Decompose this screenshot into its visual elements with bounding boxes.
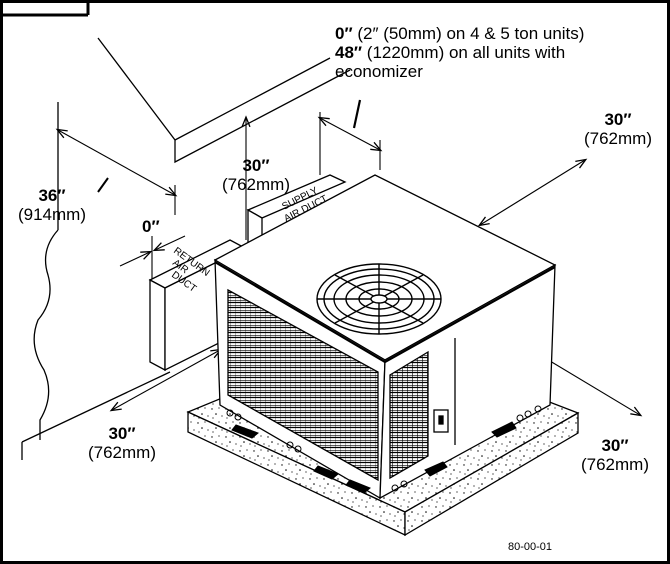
rooftop-unit — [213, 174, 557, 500]
return-gap-value: 0″ — [142, 217, 160, 236]
bottom-right-value: 30″ — [601, 436, 629, 455]
return-duct-gap: 0″ — [142, 217, 160, 236]
figure-id: 80-00-01 — [508, 541, 553, 553]
top-clearance-text: (2″ (50mm) on 4 & 5 ton units) — [352, 24, 585, 43]
bottom-left-clearance: 30″ (762mm) — [72, 424, 172, 462]
center-top-value: 30″ — [242, 156, 270, 175]
right-top-clearance: 30″ (762mm) — [568, 110, 668, 148]
economizer-clearance-text: (1220mm) on all units with — [362, 43, 566, 62]
base-rail-feet — [231, 421, 517, 494]
left-value: 36″ — [38, 186, 66, 205]
center-top-clearance: 30″ (762mm) — [210, 156, 302, 194]
right-top-value: 30″ — [604, 110, 632, 129]
base-rail-holes — [226, 405, 542, 492]
bottom-right-clearance: 30″ (762mm) — [563, 436, 667, 474]
left-clearance: 36″ (914mm) — [6, 186, 98, 224]
house-structure — [97, 37, 351, 164]
top-right-clearance-note: 0″ (2″ (50mm) on 4 & 5 ton units) 48″ (1… — [335, 24, 584, 81]
bottom-right-metric: (762mm) — [580, 455, 649, 474]
left-metric: (914mm) — [17, 205, 86, 224]
economizer-clearance-text-line3: economizer — [335, 62, 423, 81]
dimension-lines — [58, 99, 640, 415]
right-top-metric: (762mm) — [583, 129, 652, 148]
top-clearance-value: 0″ — [335, 24, 353, 43]
bottom-left-value: 30″ — [108, 424, 136, 443]
economizer-clearance-value: 48″ — [335, 43, 363, 62]
center-top-metric: (762mm) — [221, 175, 290, 194]
wall-line — [21, 102, 171, 460]
condenser-fan-icon — [316, 263, 442, 335]
bottom-left-metric: (762mm) — [87, 443, 156, 462]
